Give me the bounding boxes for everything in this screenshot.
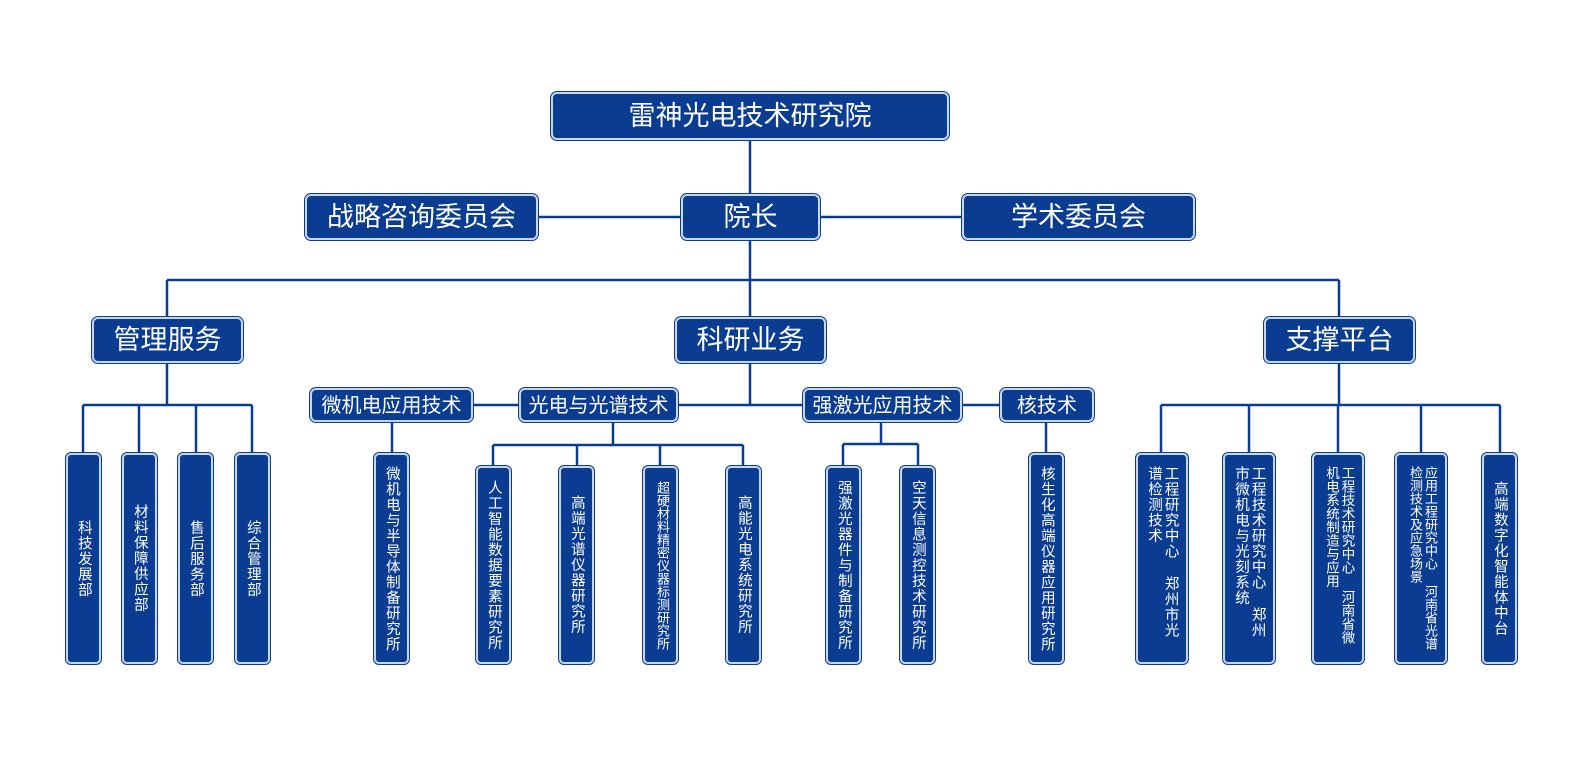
unit-management: 售后服务部 [178, 453, 213, 664]
unit-optoelectronic: 人工智能数据要素研究所 [476, 466, 511, 664]
unit-optoelectronic: 高能光电系统研究所 [726, 466, 761, 664]
unit-support: 工程研究中心 郑州市光谱检测技术 [1136, 453, 1188, 664]
unit-optoelectronic: 高端光谱仪器研究所 [559, 466, 594, 664]
unit-label-line: 工程技术研究中心 [1338, 466, 1355, 574]
unit-label: 微机电与半导体制备研究所 [383, 465, 400, 652]
unit-label: 核生化高端仪器应用研究所 [1038, 465, 1055, 652]
unit-label: 超硬材料精密仪器标测研究所 [653, 480, 669, 650]
unit-label: 工程研究中心 郑州市光谱检测技术 [1145, 466, 1179, 651]
unit-label: 应用工程研究中心 河南省光谱检测技术及应急场景 [1406, 466, 1437, 651]
strategy-committee-node: 战略咨询委员会 [305, 194, 538, 240]
unit-label: 工程技术研究中心 郑州市微机电与光刻系统 [1232, 466, 1266, 651]
unit-laser: 强激光器件与制备研究所 [826, 466, 861, 664]
unit-label-line: 工程技术研究中心 [1249, 466, 1266, 590]
academic-committee-node: 学术委员会 [962, 194, 1195, 240]
division-management: 管理服务 [92, 317, 243, 363]
unit-support: 工程技术研究中心 郑州市微机电与光刻系统 [1223, 453, 1275, 664]
unit-label: 售后服务部 [187, 519, 204, 598]
unit-optoelectronic: 超硬材料精密仪器标测研究所 [643, 466, 678, 664]
unit-mems: 微机电与半导体制备研究所 [374, 453, 409, 664]
group-optoelectronic: 光电与光谱技术 [519, 388, 678, 422]
unit-label: 强激光器件与制备研究所 [835, 479, 852, 651]
unit-label: 空天信息测控技术研究所 [909, 479, 926, 651]
unit-label: 高端数字化智能体中台 [1491, 481, 1508, 636]
unit-management: 科技发展部 [66, 453, 101, 664]
root-node: 雷神光电技术研究院 [551, 92, 949, 140]
unit-label-line: 郑州市光谱检测技术 [1146, 466, 1179, 638]
unit-laser: 空天信息测控技术研究所 [900, 466, 935, 664]
unit-label: 高能光电系统研究所 [735, 495, 752, 635]
group-mems: 微机电应用技术 [310, 388, 473, 422]
division-support: 支撑平台 [1264, 317, 1415, 363]
unit-support: 应用工程研究中心 河南省光谱检测技术及应急场景 [1395, 453, 1447, 664]
unit-label-line: 应用工程研究中心 [1421, 466, 1437, 570]
unit-support: 工程技术研究中心 河南省微机电系统制造与应用 [1312, 453, 1364, 664]
unit-management: 综合管理部 [235, 453, 270, 664]
unit-label-line: 工程研究中心 [1162, 466, 1179, 559]
unit-nuclear: 核生化高端仪器应用研究所 [1029, 453, 1064, 664]
president-node: 院长 [681, 194, 820, 240]
unit-label-line: 河南省光谱检测技术及应急场景 [1407, 466, 1437, 650]
unit-label-line: 河南省微机电系统制造与应用 [1323, 466, 1355, 644]
unit-support: 高端数字化智能体中台 [1482, 453, 1517, 664]
unit-management: 材料保障供应部 [122, 453, 157, 664]
unit-label: 高端光谱仪器研究所 [568, 495, 585, 635]
unit-label: 科技发展部 [75, 519, 92, 598]
unit-label: 综合管理部 [244, 519, 261, 598]
unit-label: 人工智能数据要素研究所 [485, 479, 502, 651]
group-laser: 强激光应用技术 [803, 388, 962, 422]
unit-label-line: 郑州市微机电与光刻系统 [1233, 466, 1266, 638]
group-nuclear: 核技术 [1000, 388, 1094, 422]
division-research: 科研业务 [675, 317, 826, 363]
unit-label: 工程技术研究中心 河南省微机电系统制造与应用 [1322, 466, 1355, 651]
unit-label: 材料保障供应部 [131, 504, 148, 613]
